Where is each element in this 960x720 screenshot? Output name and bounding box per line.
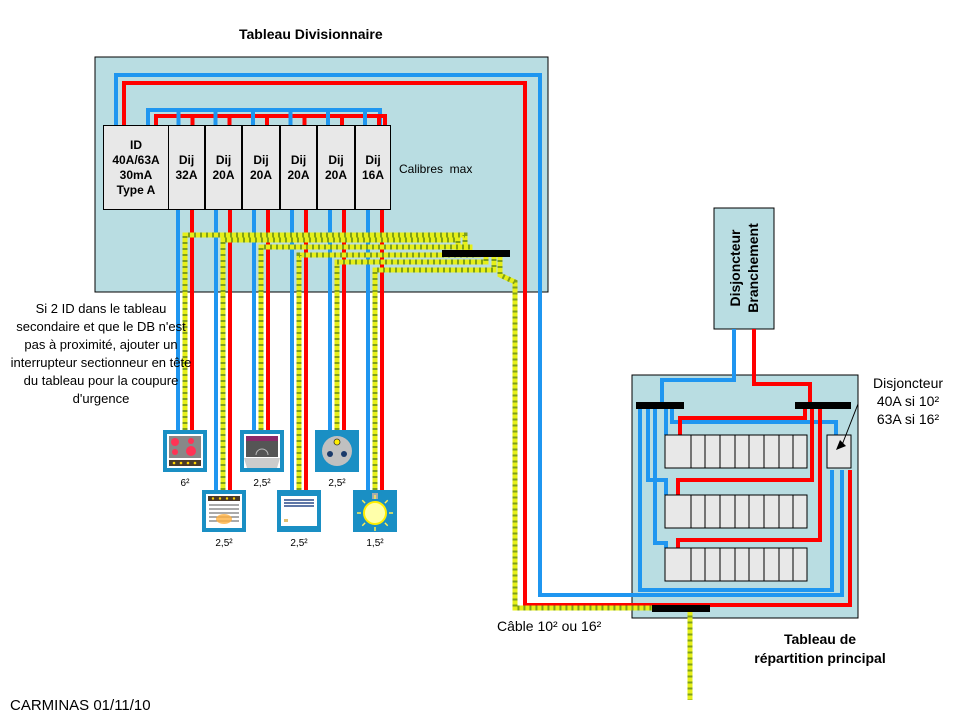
main-breaker-module <box>763 434 780 469</box>
breaker-note-arrow <box>841 403 859 446</box>
breaker-note-line1: Disjoncteur <box>872 375 944 391</box>
main-phase-busbar <box>795 402 851 409</box>
differential-switch: ID 40A/63A 30mA Type A <box>103 125 169 210</box>
section-label-dishwasher: 2,5² <box>253 478 271 489</box>
note-left: Si 2 ID dans le tableau secondaire et qu… <box>10 301 192 406</box>
breaker-note: Disjoncteur 40A si 10² 63A si 16² <box>858 374 958 428</box>
main-breaker-module <box>719 547 736 582</box>
section-label-socket: 2,5² <box>328 478 346 489</box>
feeder-neutral <box>114 73 844 597</box>
earth-circuit-6-stripe <box>372 254 497 490</box>
calibres-label: Calibres max <box>399 162 473 176</box>
main-panel-title: Tableau de répartition principal <box>740 630 900 668</box>
breaker-note-line3: 63A si 16² <box>876 411 940 427</box>
main-panel-title-line2: répartition principal <box>754 650 886 666</box>
main-breaker-module <box>763 547 780 582</box>
earth-circuit-3-stripe <box>258 244 473 430</box>
earth-feeder-stripe <box>497 254 693 700</box>
main-breaker-module <box>748 547 765 582</box>
cooktop-icon <box>163 430 207 472</box>
earth-circuit-5-stripe <box>334 254 489 430</box>
main-breaker-module <box>778 547 794 582</box>
circuit-breaker-2: Dij 20A <box>205 125 242 210</box>
section-label-hob: 6² <box>180 478 190 489</box>
main-breaker-module <box>690 494 706 529</box>
cable-label: Câble 10² ou 16² <box>497 618 602 634</box>
main-phase-row1 <box>678 405 807 435</box>
breaker-note-line2: 40A si 10² <box>876 393 940 409</box>
main-breaker-module <box>792 494 808 529</box>
main-breaker-module <box>734 494 750 529</box>
main-earth-busbar <box>652 605 710 612</box>
arrow-head <box>836 440 846 450</box>
main-breaker-module <box>690 547 706 582</box>
light-bulb-icon <box>353 490 397 532</box>
main-breaker-module <box>792 547 808 582</box>
circuit-breaker-4: Dij 20A <box>280 125 317 210</box>
branch-neutral <box>660 329 736 405</box>
circuit-breaker-5: Dij 20A <box>317 125 355 210</box>
feeder-phase <box>122 81 852 607</box>
socket-icon <box>315 430 359 472</box>
main-breaker-module <box>748 494 765 529</box>
branch-breaker-label: Disjoncteur Branchement <box>726 208 762 328</box>
main-breaker-module <box>792 434 808 469</box>
branch-breaker-line1: Disjoncteur <box>727 229 743 307</box>
main-breaker-module <box>748 434 765 469</box>
main-neutral-brk <box>670 405 838 435</box>
main-breaker-module <box>719 434 736 469</box>
main-phase-row2 <box>676 405 814 495</box>
branch-breaker-line2: Branchement <box>745 223 761 313</box>
main-breaker-module <box>664 547 692 582</box>
main-breaker-module <box>719 494 736 529</box>
circuit-breaker-6: Dij 16A <box>355 125 391 210</box>
main-breaker-module <box>763 494 780 529</box>
main-breaker-module <box>664 434 692 469</box>
footer-credit: CARMINAS 01/11/10 <box>10 697 151 714</box>
sub-earth-busbar <box>442 250 510 257</box>
main-breaker-module <box>734 434 750 469</box>
branch-phase <box>752 329 812 405</box>
main-head-breaker <box>826 434 852 469</box>
main-breaker-module <box>690 434 706 469</box>
appliance-icon <box>277 490 321 532</box>
main-breaker-module <box>664 494 692 529</box>
oven-icon <box>202 490 246 532</box>
main-neutral-loop <box>638 405 834 592</box>
circuit-breaker-1: Dij 32A <box>168 125 205 210</box>
main-neutral-row3 <box>653 405 668 548</box>
main-panel-title-line1: Tableau de <box>783 631 857 647</box>
main-neutral-busbar <box>636 402 684 409</box>
branch-breaker-box <box>713 207 775 330</box>
main-breaker-module <box>778 434 794 469</box>
main-phase-row3 <box>676 405 822 548</box>
earth-circuit-1-stripe <box>182 232 468 430</box>
section-label-lighting: 1,5² <box>366 538 384 549</box>
main-breaker-module <box>734 547 750 582</box>
section-label-washing: 2,5² <box>290 538 308 549</box>
main-breaker-module <box>704 547 721 582</box>
section-label-oven: 2,5² <box>215 538 233 549</box>
main-breaker-module <box>704 434 721 469</box>
sub-panel-title: Tableau Divisionnaire <box>239 26 383 42</box>
main-breaker-module <box>704 494 721 529</box>
main-breaker-module <box>778 494 794 529</box>
dishwasher-icon <box>240 430 284 472</box>
comb-phase <box>154 114 387 125</box>
circuit-breaker-3: Dij 20A <box>242 125 280 210</box>
